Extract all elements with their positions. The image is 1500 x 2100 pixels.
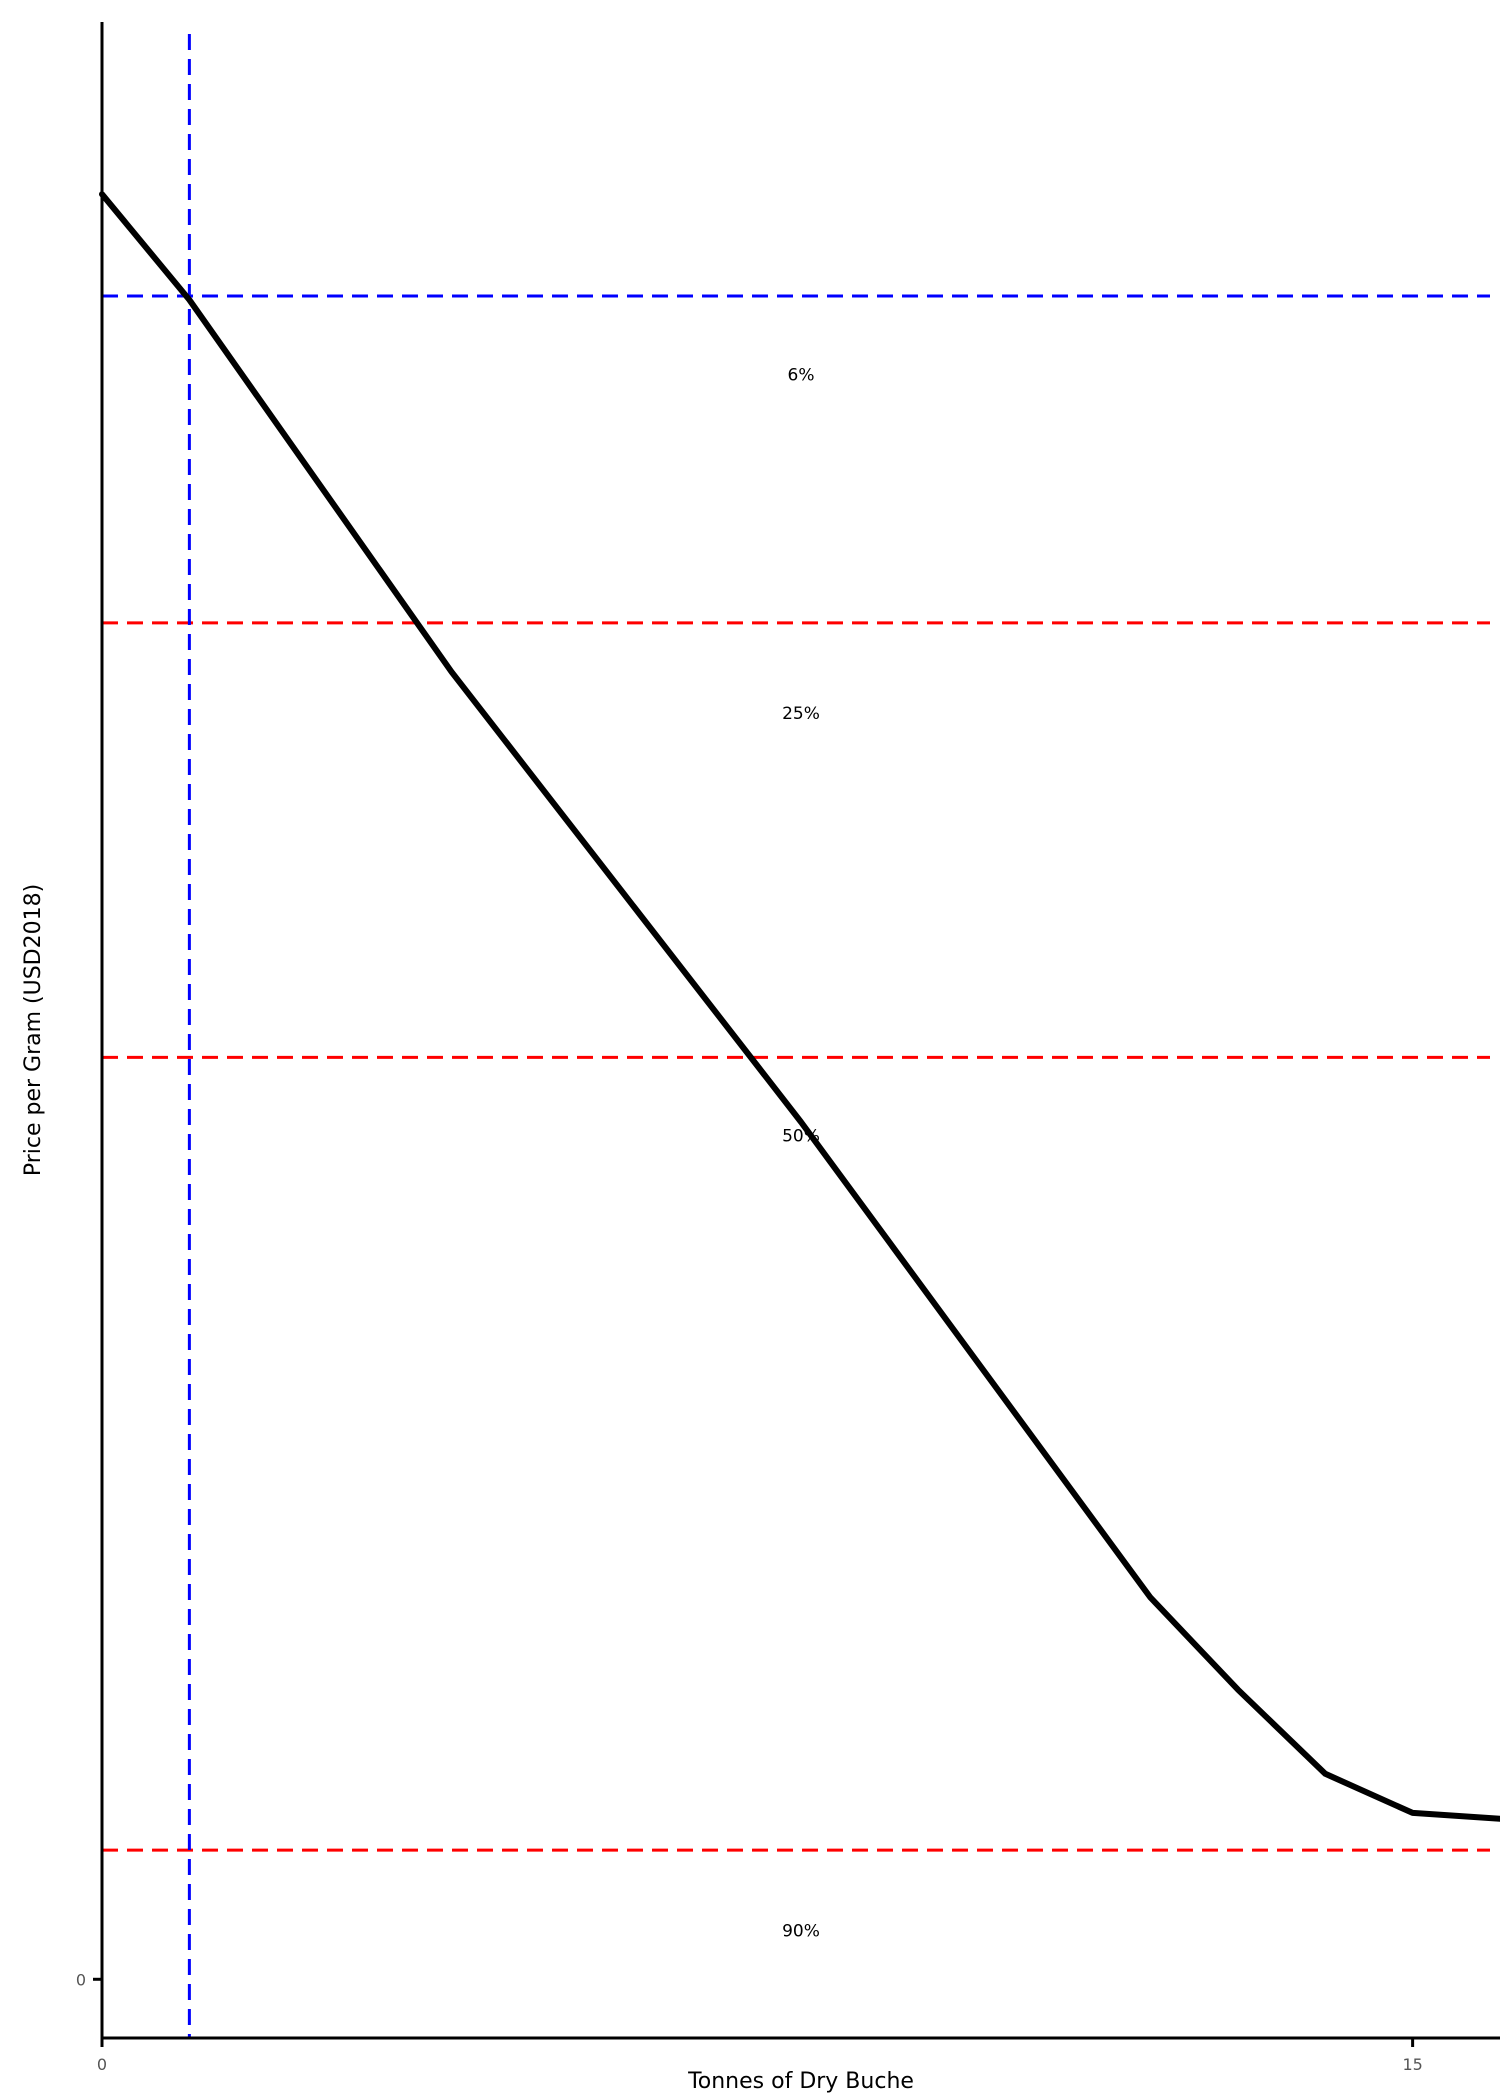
band-label-1: 25%: [782, 704, 820, 724]
y-tick-label-0: 0: [76, 1970, 86, 1989]
band-label-3: 90%: [782, 1921, 820, 1941]
x-axis-title: Tonnes of Dry Buche: [687, 2069, 914, 2094]
band-label-2: 50%: [782, 1127, 820, 1147]
y-axis-title: Price per Gram (USD2018): [21, 884, 46, 1176]
series-layer: [99, 191, 1500, 1822]
reference-lines: [102, 34, 1490, 2038]
band-label-0: 6%: [788, 365, 815, 385]
labels: 0 15 0 6% 25% 50% 90%: [76, 365, 1423, 2074]
series-line-0: [99, 191, 1500, 1822]
axes: [93, 22, 1500, 2047]
x-tick-label-0: 0: [97, 2055, 107, 2074]
x-tick-label-1: 15: [1402, 2055, 1422, 2074]
